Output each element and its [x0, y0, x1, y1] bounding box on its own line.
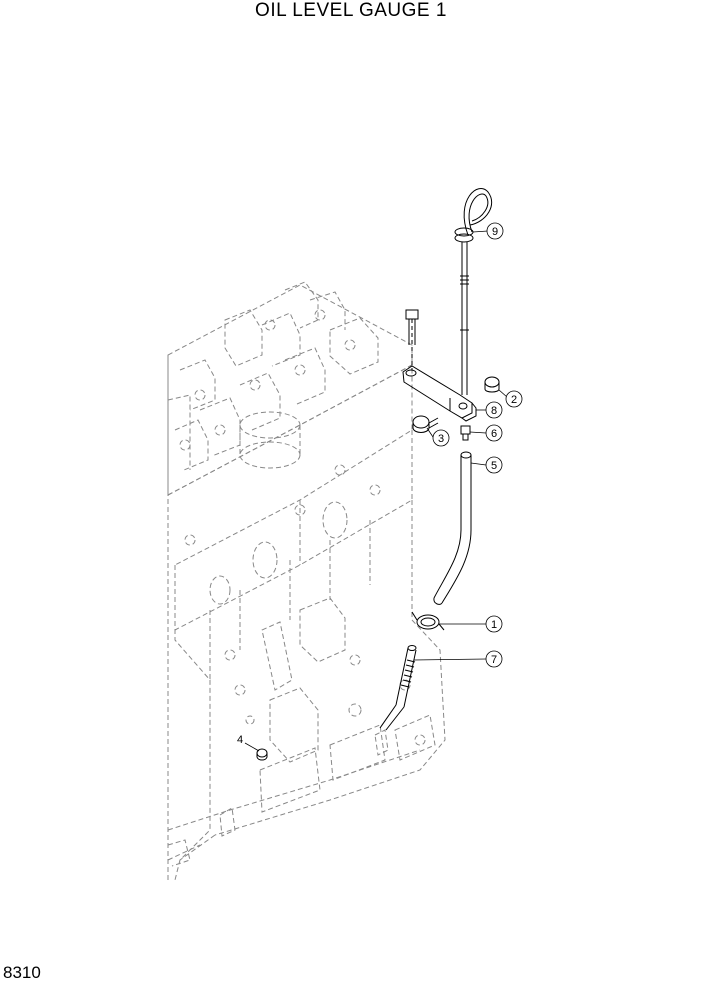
nut — [484, 376, 500, 393]
callout-2: 2 — [505, 390, 523, 408]
lower-tube — [379, 645, 417, 731]
bracket-bolt — [405, 309, 419, 370]
engine-block-outline — [167, 281, 446, 881]
callout-7: 7 — [485, 650, 503, 668]
callout-3: 3 — [432, 429, 450, 447]
svg-text:3: 3 — [438, 433, 444, 445]
bracket — [402, 365, 477, 422]
dipstick — [454, 188, 493, 395]
tube-connector — [460, 425, 471, 441]
clamp-clip — [411, 611, 445, 631]
svg-text:7: 7 — [491, 654, 497, 666]
leader-lines — [244, 230, 508, 752]
washer-bolt — [412, 415, 439, 433]
svg-text:5: 5 — [491, 460, 497, 472]
svg-text:4: 4 — [237, 734, 243, 746]
callout-9: 9 — [486, 222, 504, 240]
page-code: 8310 — [3, 963, 41, 982]
svg-text:6: 6 — [491, 428, 497, 440]
callout-1: 1 — [485, 615, 503, 633]
callout-5: 5 — [485, 456, 503, 474]
svg-text:9: 9 — [492, 226, 498, 238]
oil-level-gauge-parts — [256, 188, 500, 761]
callout-8: 8 — [485, 401, 503, 419]
callout-6: 6 — [485, 424, 503, 442]
page-title: OIL LEVEL GAUGE 1 — [255, 0, 447, 21]
svg-text:8: 8 — [491, 405, 497, 417]
guide-tube — [433, 451, 472, 605]
svg-text:1: 1 — [491, 619, 497, 631]
callout-4: 4 — [237, 734, 243, 746]
plug — [256, 748, 268, 761]
svg-text:2: 2 — [511, 394, 517, 406]
